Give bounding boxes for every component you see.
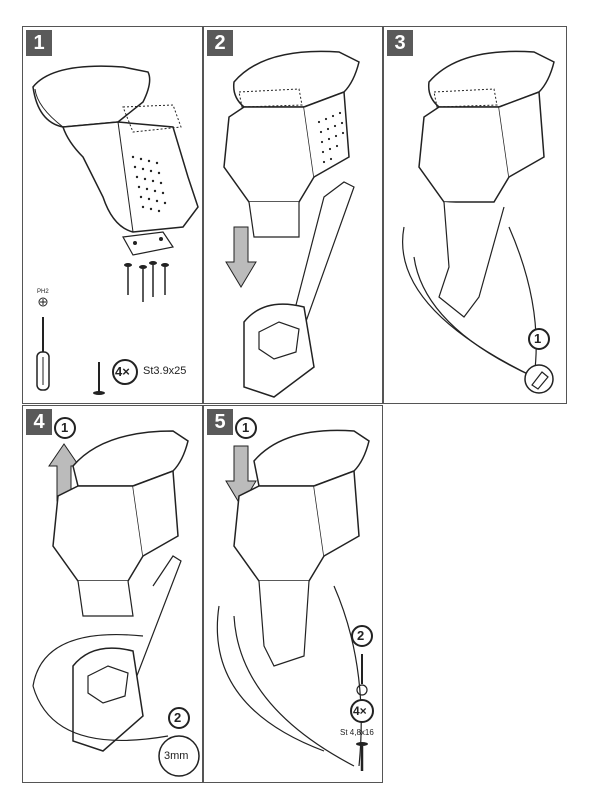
armrest-illustration: [32, 65, 199, 395]
armrest-illustration: [216, 417, 374, 771]
callout-2: 2: [357, 628, 365, 643]
step-5-panel: 5 1 2 4× St 4,8x16: [203, 405, 383, 783]
callout-1: 1: [534, 331, 542, 346]
step-1-panel: 1: [22, 26, 203, 404]
callout-1: 1: [242, 420, 250, 435]
step-number: 4: [26, 409, 52, 435]
screwdriver-tip-label: PH2: [37, 289, 49, 295]
step-2-panel: 2: [203, 26, 383, 404]
armrest-illustration: [32, 417, 200, 777]
step-4-panel: 4 1 2 3mm: [22, 405, 203, 783]
step-3-panel: 3 1: [383, 26, 567, 404]
armrest-illustration: [402, 50, 555, 394]
callout-1: 1: [61, 420, 69, 435]
step-number: 5: [207, 409, 233, 435]
screw-quantity: 4×: [353, 704, 367, 718]
screw-quantity: 4×: [115, 364, 130, 379]
step-number: 2: [207, 30, 233, 56]
step-number: 1: [26, 30, 52, 56]
drill-size: 3mm: [164, 750, 189, 762]
screw-spec: St3.9x25: [143, 365, 187, 377]
screw-spec: St 4,8x16: [340, 728, 374, 737]
armrest-illustration: [223, 50, 360, 398]
callout-2: 2: [174, 710, 182, 725]
step-number: 3: [387, 30, 413, 56]
